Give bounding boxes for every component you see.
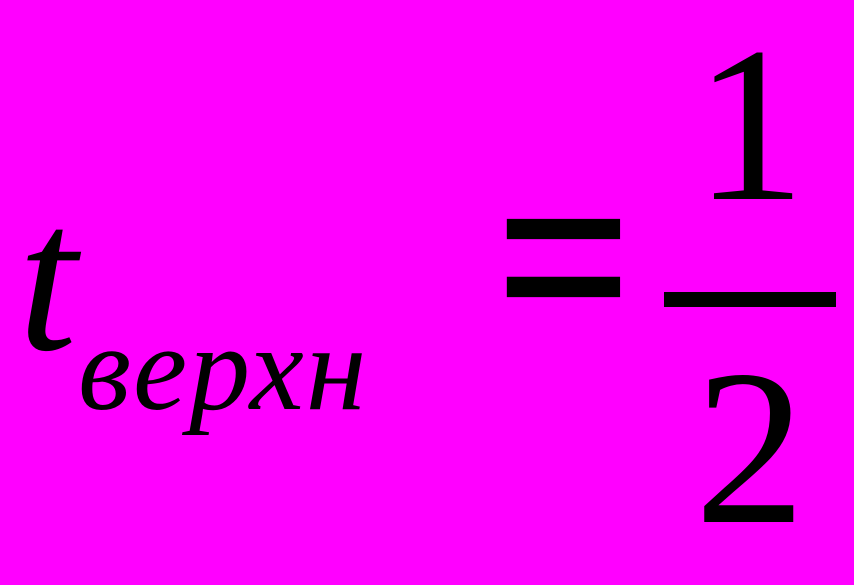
fraction-denominator: 2 bbox=[694, 325, 806, 571]
formula-subscript-verkhn: верхн bbox=[78, 301, 369, 436]
fraction-bar bbox=[664, 292, 836, 307]
fraction: 1 2 bbox=[660, 14, 840, 559]
fraction-numerator: 1 bbox=[694, 2, 806, 248]
equals-sign: = bbox=[494, 96, 634, 418]
formula-variable-t: t bbox=[18, 160, 77, 395]
